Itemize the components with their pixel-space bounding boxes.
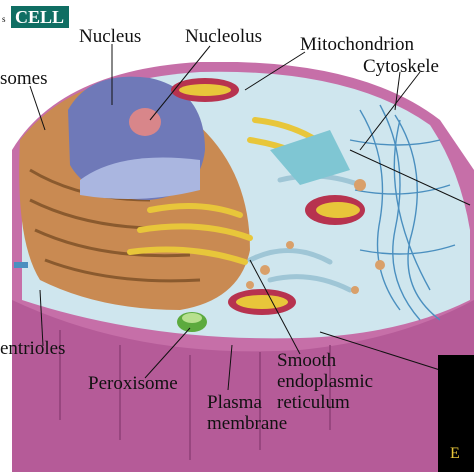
label-smooth-er-line2: endoplasmic [277,371,373,392]
label-smooth-er-line1: Smooth [277,350,337,371]
centrioles [14,262,28,268]
label-centrioles: entrioles [0,338,65,359]
label-plasma-line1: Plasma [207,392,262,413]
label-peroxisome: Peroxisome [88,373,178,394]
header-title: CELL [15,7,64,27]
label-mitochondrion: Mitochondrion [300,34,414,55]
header-prefix: s [2,14,6,24]
label-nucleolus: Nucleolus [185,26,262,47]
label-cytoskeleton: Cytoskele [363,56,439,77]
label-nucleus: Nucleus [79,26,141,47]
label-plasma-line2: membrane [207,413,287,434]
label-smooth-er-line3: reticulum [277,392,350,413]
label-ribosomes: somes [0,68,48,89]
corner-fragment-label: E [450,445,460,462]
